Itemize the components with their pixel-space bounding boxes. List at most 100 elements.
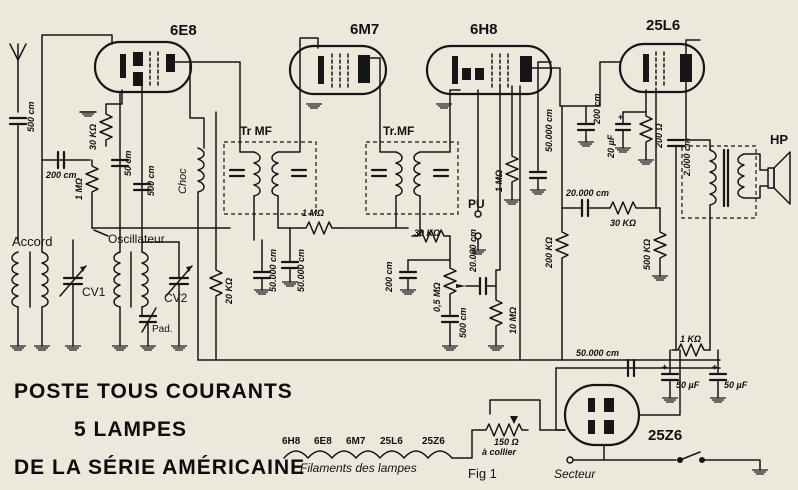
capacitor-50uf-a: + 50 µF (660, 362, 700, 390)
resistor-1m-c-value: 1 MΩ (494, 170, 504, 192)
capacitor-50000cm-d-value: 50.000 cm (576, 348, 619, 358)
tube-6h8: 6H8 (425, 21, 553, 96)
output-transformer-secondary (737, 153, 745, 199)
coil-oscillator-a (113, 251, 121, 308)
label-pu: PU (468, 197, 485, 211)
resistor-10m-value: 10 MΩ (508, 307, 518, 334)
resistor-1k-value: 1 KΩ (680, 334, 701, 344)
tube-6e8: 6E8 (93, 22, 197, 94)
resistor-200k-value: 200 KΩ (544, 237, 554, 269)
potentiometer-0-5m: 0,5 MΩ (432, 261, 481, 312)
potentiometer-0-5m-value: 0,5 MΩ (432, 282, 442, 312)
capacitor-20000cm-a-value: 20.000 cm (468, 229, 478, 273)
figure-label: Fig 1 (468, 466, 497, 481)
capacitor-50000cm-a: 50.000 cm (252, 249, 278, 292)
resistor-500k: 500 KΩ (642, 225, 667, 270)
svg-text:+: + (712, 362, 717, 372)
label-trmf2: Tr.MF (383, 124, 414, 138)
filament-tube-2: 6E8 (314, 436, 332, 447)
power-switch (677, 451, 705, 463)
speaker-hp: HP (767, 132, 791, 205)
label-secteur: Secteur (554, 467, 596, 481)
capacitor-50000cm-b-value: 50.000 cm (296, 249, 306, 292)
capacitor-50000cm-a-value: 50.000 cm (268, 249, 278, 292)
capacitor-200cm-c: 200 cm (576, 93, 602, 132)
resistor-1k: 1 KΩ (671, 334, 711, 357)
tube-25l6: 25L6 (618, 17, 706, 94)
if-transformer-1-secondary (271, 151, 279, 197)
padder-capacitor: Pad. (138, 307, 173, 335)
capacitor-50uf-b-value: 50 µF (724, 380, 748, 390)
capacitor-2000cm-value: 2.000 cm (682, 138, 692, 177)
resistor-200ohm-value: 200 Ω (654, 123, 664, 149)
capacitor-200cm-b: 200 cm (384, 261, 418, 293)
output-transformer-primary (709, 149, 717, 206)
resistor-150-value: 150 Ω (494, 437, 519, 447)
capacitor-50000cm-c: 50.000 cm (528, 109, 554, 180)
capacitor-antenna-value: 500 cm (26, 101, 36, 132)
title-line-3: DE LA SÉRIE AMÉRICAINE (14, 456, 305, 479)
choke-coil: Choc (177, 147, 205, 194)
resistor-20k: 20 KΩ (209, 263, 234, 305)
capacitor-200cm-a: 200 cm (45, 150, 77, 180)
variable-capacitor-cv1: CV1 (59, 265, 106, 299)
label-cv2: CV2 (164, 291, 188, 305)
title-line-1: POSTE TOUS COURANTS (14, 380, 293, 403)
capacitor-50cm-value: 50 cm (123, 150, 133, 176)
filament-caption: Filaments des lampes (300, 461, 417, 475)
svg-text:+: + (662, 362, 667, 372)
filament-tube-4: 25L6 (380, 436, 403, 447)
tube-6m7: 6M7 (288, 21, 388, 96)
capacitor-20000cm-b: 20.000 cm (565, 188, 609, 218)
tube-6e8-anode-a (133, 52, 143, 66)
title-block: POSTE TOUS COURANTS 5 LAMPES DE LA SÉRIE… (14, 380, 305, 479)
resistor-200ohm: 200 Ω (639, 109, 664, 149)
label-accord: Accord (12, 234, 52, 249)
tube-6h8-label: 6H8 (470, 21, 498, 38)
capacitor-200cm-c-value: 200 cm (592, 93, 602, 125)
tube-25l6-label: 25L6 (646, 17, 680, 34)
label-oscillateur: Oscillateur (108, 232, 165, 246)
antenna-symbol (9, 43, 27, 113)
resistor-10m: 10 MΩ (489, 293, 518, 334)
coil-accord-secondary (41, 251, 49, 308)
filament-tube-1: 6H8 (282, 436, 301, 447)
resistor-150-note: à collier (482, 447, 517, 457)
capacitor-500cm-b: 500 cm (440, 307, 468, 338)
if-transformer-2-secondary (413, 151, 421, 197)
resistor-1m-b: 1 MΩ (299, 208, 339, 235)
capacitor-2000cm: 2.000 cm (666, 138, 692, 177)
variable-capacitor-cv2: CV2 (164, 265, 193, 305)
capacitor-50uf-b: + 50 µF (708, 362, 748, 390)
pu-terminals: PU (468, 197, 485, 240)
label-hp: HP (770, 132, 788, 147)
filament-tube-3: 6M7 (346, 436, 366, 447)
label-cv1: CV1 (82, 285, 106, 299)
capacitor-500cm-a-value: 500 cm (146, 165, 156, 196)
resistor-30k-a: 30 KΩ (88, 107, 113, 150)
label-choc: Choc (177, 168, 189, 194)
filament-tube-5: 25Z6 (422, 436, 445, 447)
resistor-20k-value: 20 KΩ (224, 278, 234, 305)
title-line-2: 5 LAMPES (74, 418, 187, 441)
if-transformer-2-primary (395, 151, 403, 197)
capacitor-50cm: 50 cm (110, 150, 133, 176)
resistor-30k-a-value: 30 KΩ (88, 124, 98, 150)
ground-symbols (10, 103, 768, 475)
resistor-30k-b: 30 KΩ (411, 228, 451, 243)
resistor-30k-c: 30 KΩ (603, 201, 643, 228)
tube-6e8-label: 6E8 (170, 22, 197, 39)
capacitor-500cm-b-value: 500 cm (458, 307, 468, 338)
mains-input: Secteur (554, 456, 596, 481)
label-trmf1: Tr MF (240, 124, 272, 138)
capacitor-20000cm-b-value: 20.000 cm (565, 188, 609, 198)
capacitor-50000cm-d: 50.000 cm (576, 348, 636, 378)
tube-6e8-cathode (120, 54, 126, 78)
capacitor-200cm-a-value: 200 cm (45, 170, 77, 180)
capacitor-500cm-a: 500 cm (132, 165, 156, 196)
capacitor-50000cm-c-value: 50.000 cm (544, 109, 554, 152)
resistor-150-collier: 150 Ω à collier (479, 399, 541, 457)
resistor-1m-a-value: 1 MΩ (74, 178, 84, 200)
